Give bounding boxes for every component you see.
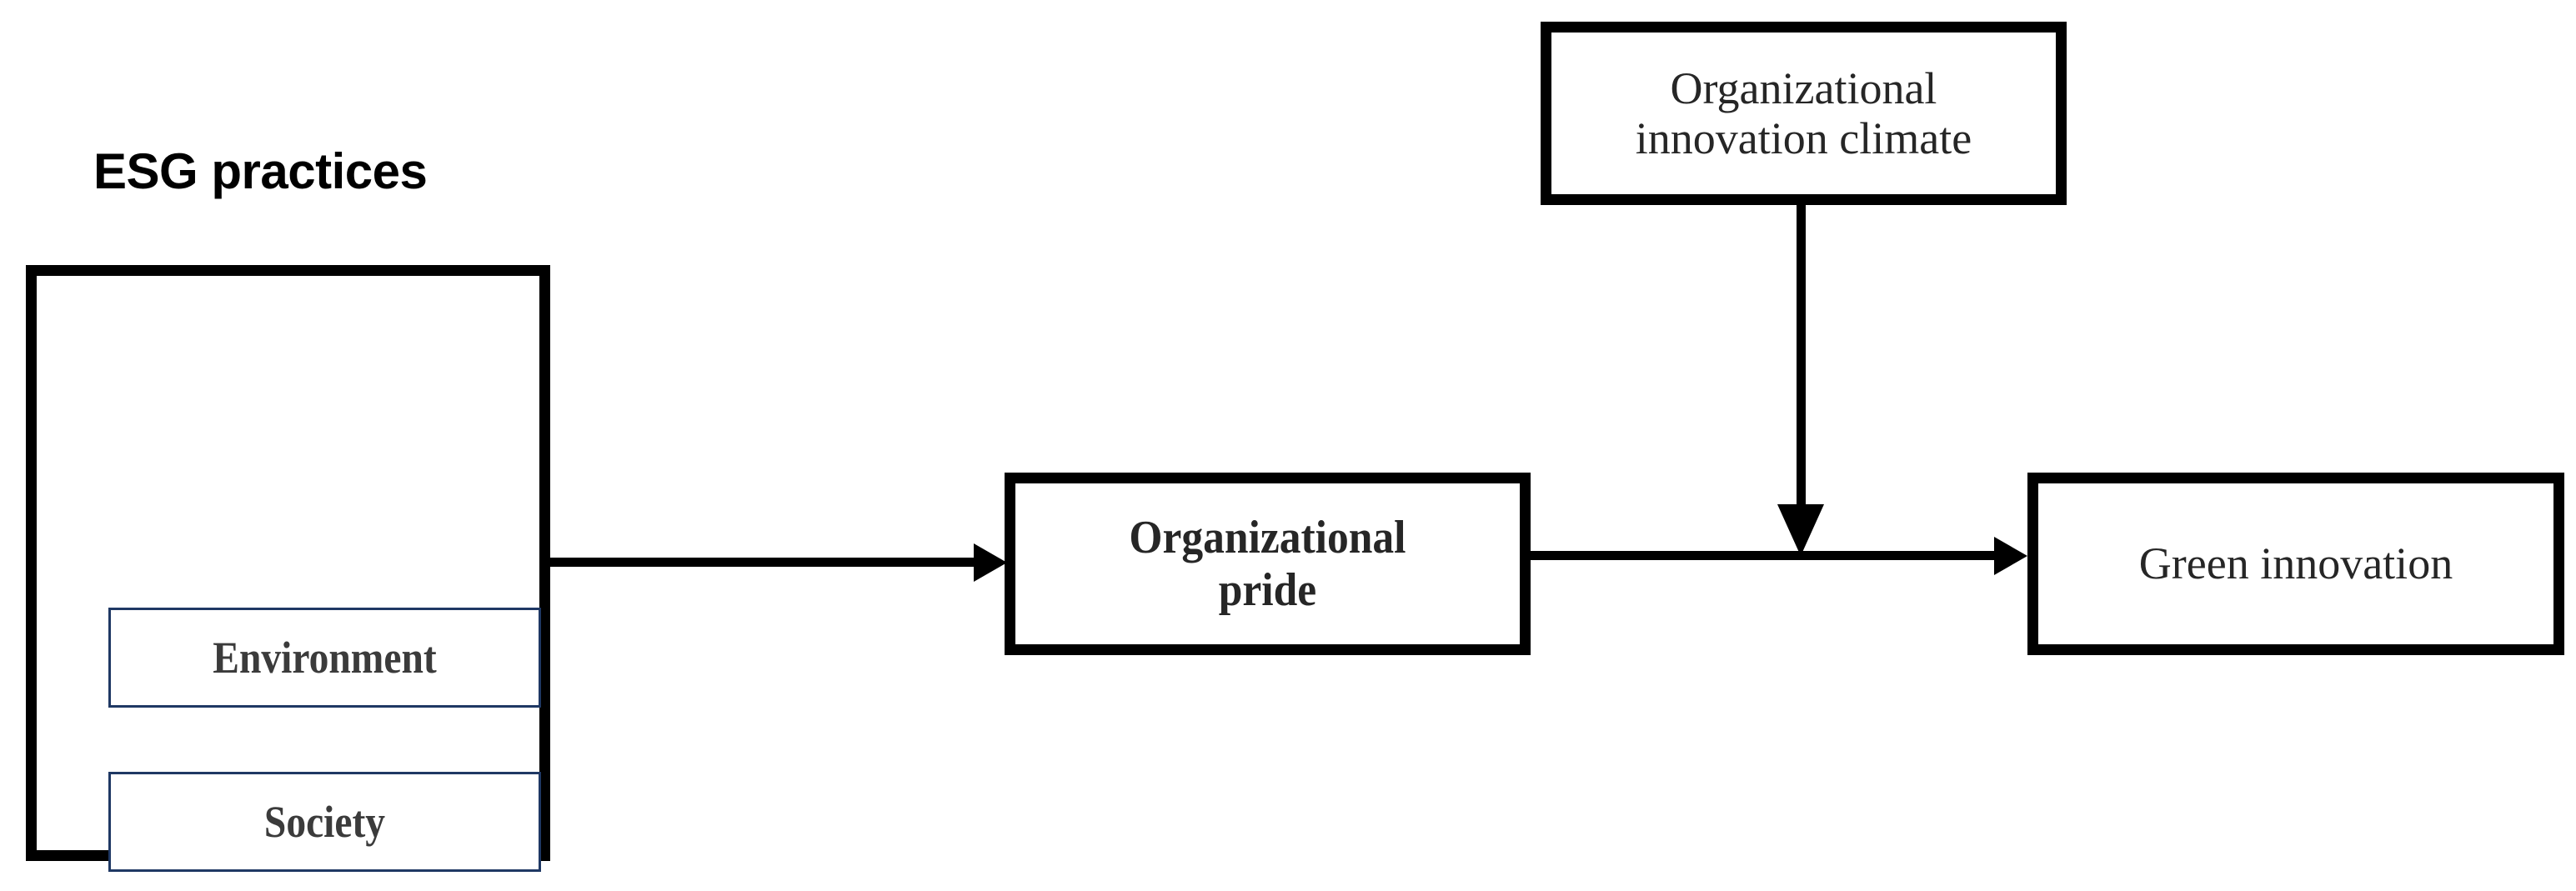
node-organizational-pride-label: Organizational pride: [1129, 511, 1406, 616]
esg-item-environment: Environment: [108, 608, 541, 708]
esg-practices-title: ESG practices: [93, 143, 428, 199]
esg-item-environment-label: Environment: [213, 633, 437, 683]
esg-practices-box: Environment Society Governance: [26, 265, 550, 872]
node-organizational-innovation-climate: Organizational innovation climate: [1541, 22, 2067, 205]
node-green-innovation: Green innovation: [2027, 473, 2564, 655]
arrow-head-down-icon: [1777, 504, 1824, 556]
arrow-shaft: [546, 558, 975, 567]
arrow-shaft: [1797, 203, 1806, 508]
node-organizational-innovation-climate-label: Organizational innovation climate: [1635, 63, 1972, 163]
node-green-innovation-label: Green innovation: [2138, 538, 2453, 589]
esg-item-society: Society: [108, 772, 541, 872]
esg-item-society-label: Society: [263, 797, 386, 847]
arrow-head-right-icon: [974, 543, 1007, 582]
arrow-shaft: [1526, 551, 1995, 560]
arrow-head-right-icon: [1994, 537, 2027, 575]
node-organizational-pride: Organizational pride: [1005, 473, 1531, 655]
